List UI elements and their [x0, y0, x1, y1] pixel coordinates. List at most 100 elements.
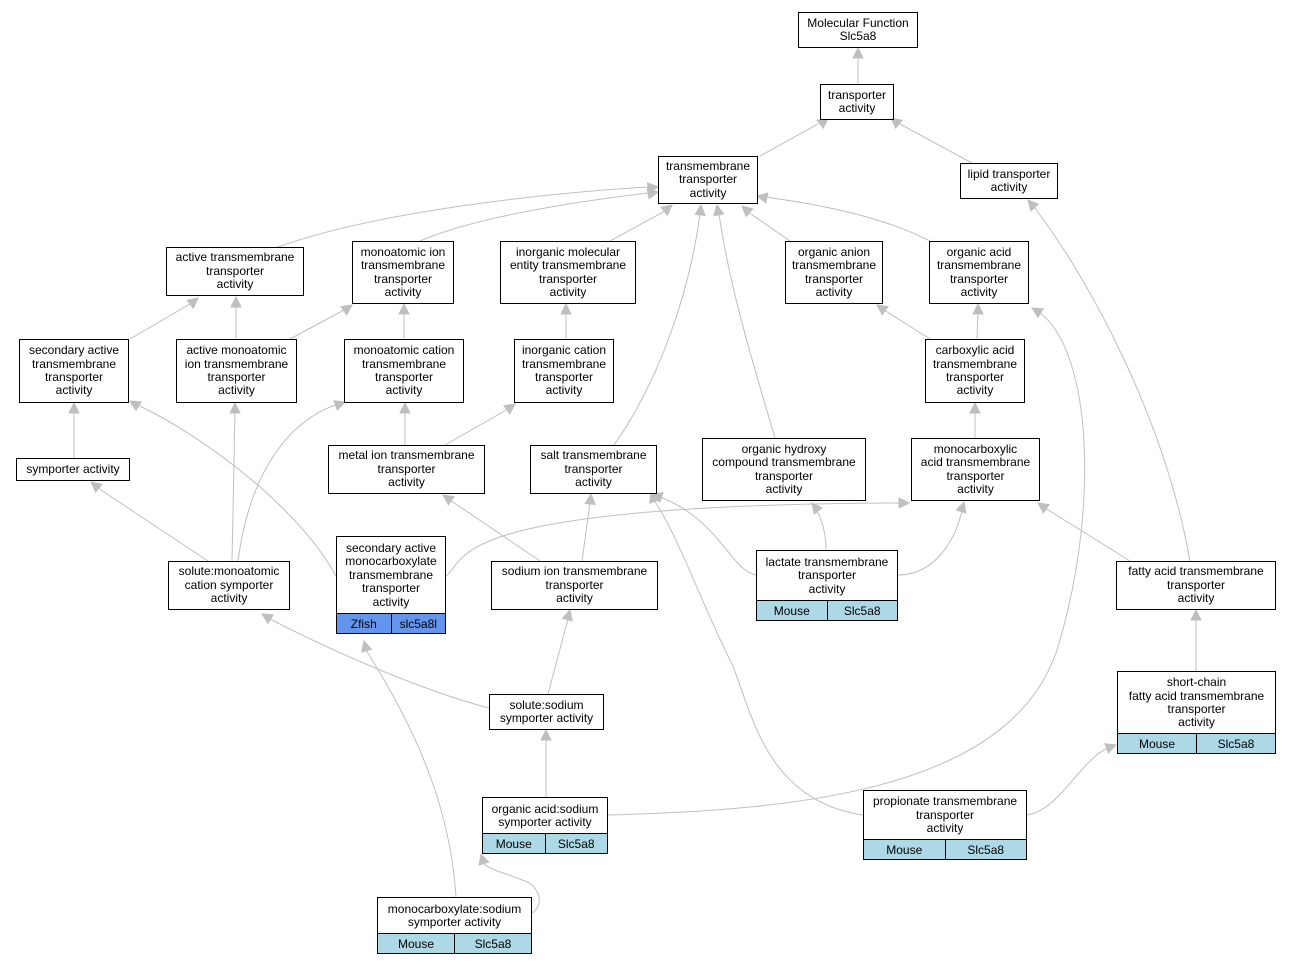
gene-annotation: Mouse Slc5a8 — [1118, 733, 1275, 753]
species-cell[interactable]: Mouse — [495, 836, 532, 851]
edge-metal-ion-mono-cation — [399, 401, 411, 445]
node-sec-active[interactable]: secondary active transmembrane transport… — [19, 339, 129, 403]
node-propionate[interactable]: propionate transmembrane transporter act… — [863, 790, 1027, 860]
arrowhead — [129, 400, 142, 412]
arrowhead — [1027, 199, 1040, 212]
node-transmembrane[interactable]: transmembrane transporter activity — [658, 156, 758, 204]
species-cell[interactable]: Mouse — [1138, 736, 1176, 751]
gene-cell[interactable]: Slc5a8 — [544, 834, 608, 853]
node-label: secondary active monocarboxylate transme… — [345, 540, 437, 609]
node-label: monocarboxylate:sodium symporter activit… — [387, 901, 522, 929]
node-salt[interactable]: salt transmembrane transporter activity — [530, 445, 657, 494]
edge-mono-ion-transmembrane — [419, 188, 660, 242]
node-label: short-chain fatty acid transmembrane tra… — [1128, 675, 1265, 730]
node-mono-cation[interactable]: monoatomic cation transmembrane transpor… — [344, 339, 464, 403]
node-mono-ion[interactable]: monoatomic ion transmembrane transporter… — [352, 241, 454, 304]
edge-active-mono-ion-active-tm — [230, 295, 242, 339]
gene-cell[interactable]: Slc5a8 — [1196, 734, 1275, 753]
edge-fatty-acid-monocarboxylic — [1037, 502, 1131, 562]
edge-lipid-transporter — [890, 117, 973, 164]
node-carboxylic[interactable]: carboxylic acid transmembrane transporte… — [925, 339, 1025, 403]
gene-cell[interactable]: Slc5a8 — [944, 840, 1027, 859]
edge-active-tm-transmembrane — [277, 182, 660, 248]
edge-propionate-short-chain — [1026, 743, 1118, 816]
node-label: transporter activity — [827, 87, 887, 115]
node-active-mono-ion[interactable]: active monoatomic ion transmembrane tran… — [176, 339, 297, 403]
species-cell[interactable]: Mouse — [397, 936, 435, 951]
node-label: transmembrane transporter activity — [665, 158, 751, 200]
node-org-acid[interactable]: organic acid transmembrane transporter a… — [929, 241, 1029, 304]
node-label: secondary active transmembrane transport… — [28, 343, 120, 398]
node-label: organic acid:sodium symporter activity — [491, 801, 599, 829]
node-label: monocarboxylic acid transmembrane transp… — [920, 441, 1031, 496]
node-active-tm[interactable]: active transmembrane transporter activit… — [166, 247, 304, 296]
node-label: active transmembrane transporter activit… — [175, 250, 295, 292]
arrowhead — [890, 117, 903, 130]
arrowhead — [955, 500, 967, 514]
edge-solute-mono-cation-active-mono-ion — [229, 401, 241, 562]
node-monocarboxylate-sodium[interactable]: monocarboxylate:sodium symporter activit… — [377, 897, 532, 954]
arrowhead — [1031, 307, 1044, 319]
node-label: inorganic molecular entity transmembrane… — [509, 244, 627, 299]
node-symporter[interactable]: symporter activity — [16, 458, 130, 481]
edge-carboxylic-org-acid — [972, 302, 984, 340]
arrowhead — [755, 192, 769, 204]
node-lactate[interactable]: lactate transmembrane transporter activi… — [756, 550, 898, 621]
arrowhead — [540, 728, 552, 741]
node-short-chain[interactable]: short-chain fatty acid transmembrane tra… — [1117, 671, 1276, 754]
edge-sec-active-mono-monocarboxylic — [445, 497, 911, 577]
edge-sodium-ion-metal-ion — [442, 494, 541, 562]
node-monocarboxylic[interactable]: monocarboxylic acid transmembrane transp… — [911, 438, 1040, 501]
node-org-anion[interactable]: organic anion transmembrane transporter … — [785, 241, 883, 304]
edge-monocarboxylic-carboxylic — [969, 401, 981, 438]
node-label: carboxylic acid transmembrane transporte… — [932, 343, 1018, 398]
edge-sodium-ion-salt — [581, 492, 596, 562]
node-label: sodium ion transmembrane transporter act… — [501, 564, 648, 606]
arrowhead — [442, 494, 455, 506]
edge-monocarboxylate-sodium-org-acid-sodium — [478, 852, 540, 914]
node-label: organic hydroxy compound transmembrane t… — [712, 441, 856, 496]
gene-cell[interactable]: Slc5a8 — [454, 934, 531, 953]
arrowhead — [561, 608, 573, 622]
node-sodium-ion[interactable]: sodium ion transmembrane transporter act… — [491, 561, 658, 610]
arrowhead — [1190, 608, 1202, 621]
species-cell[interactable]: Mouse — [773, 603, 810, 618]
node-inorg-mol[interactable]: inorganic molecular entity transmembrane… — [500, 241, 636, 304]
graph-edges — [68, 46, 1202, 914]
node-fatty-acid[interactable]: fatty acid transmembrane transporter act… — [1116, 561, 1276, 610]
arrowhead — [741, 205, 754, 218]
node-inorg-cation[interactable]: inorganic cation transmembrane transport… — [514, 339, 614, 403]
node-root[interactable]: Molecular Function Slc5a8 — [798, 12, 918, 48]
node-solute-sodium[interactable]: solute:sodium symporter activity — [489, 694, 604, 730]
edge-lactate-org-hydroxy — [811, 502, 827, 551]
node-label: organic anion transmembrane transporter … — [791, 244, 877, 299]
node-label: monoatomic ion transmembrane transporter… — [360, 244, 446, 299]
arrowhead — [68, 401, 80, 414]
arrowhead — [230, 295, 242, 308]
node-label: solute:monoatomic cation symporter activ… — [178, 564, 280, 606]
node-metal-ion[interactable]: metal ion transmembrane transporter acti… — [328, 445, 485, 494]
gene-annotation: Mouse Slc5a8 — [757, 600, 897, 620]
node-org-hydroxy[interactable]: organic hydroxy compound transmembrane t… — [702, 438, 866, 501]
edge-org-hydroxy-transmembrane — [713, 203, 776, 439]
gene-cell[interactable]: Slc5a8 — [826, 601, 898, 620]
arrowhead — [261, 613, 274, 625]
node-transporter[interactable]: transporter activity — [820, 84, 894, 120]
node-label: Molecular Function Slc5a8 — [807, 15, 909, 43]
node-lipid[interactable]: lipid transporter activity — [960, 163, 1058, 199]
species-cell[interactable]: Zfish — [350, 616, 377, 631]
edge-short-chain-fatty-acid — [1190, 608, 1202, 671]
species-cell[interactable]: Mouse — [886, 842, 923, 857]
node-label: fatty acid transmembrane transporter act… — [1128, 564, 1264, 606]
edge-org-anion-carboxylic — [876, 304, 931, 340]
edge-salt-transmembrane — [613, 203, 706, 446]
edge-solute-sodium-solute-mono-cation — [261, 613, 490, 709]
node-label: solute:sodium symporter activity — [499, 697, 594, 725]
gene-cell[interactable]: slc5a8l — [390, 614, 446, 633]
node-solute-mono-cation[interactable]: solute:monoatomic cation symporter activ… — [168, 561, 290, 610]
node-sec-active-mono[interactable]: secondary active monocarboxylate transme… — [336, 536, 446, 634]
arrowhead — [713, 203, 725, 217]
node-label: monoatomic cation transmembrane transpor… — [353, 343, 455, 398]
arrowhead — [649, 490, 661, 504]
